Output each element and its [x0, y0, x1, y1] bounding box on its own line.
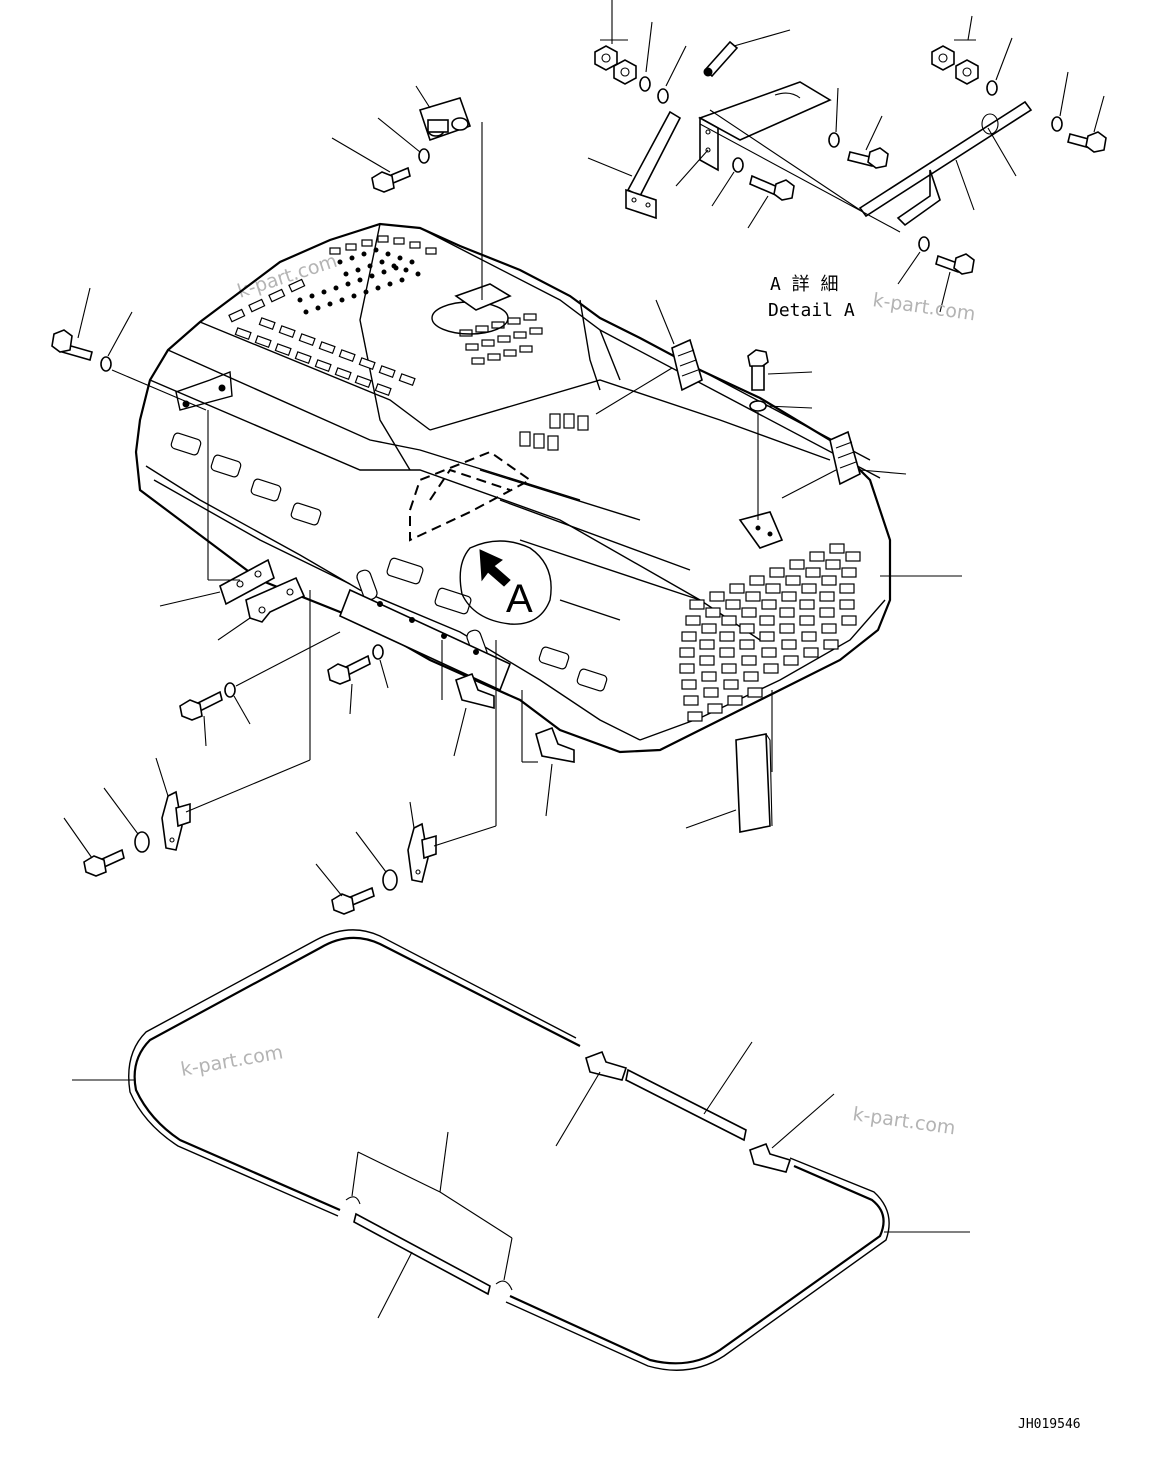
washer — [986, 80, 998, 96]
top-vent-slots — [228, 235, 437, 396]
bolt — [331, 886, 375, 915]
watermark: k-part.com — [179, 1041, 285, 1081]
washer — [224, 682, 236, 698]
rear-grille — [679, 543, 861, 722]
bolt — [51, 329, 93, 361]
catch-plate — [671, 338, 703, 392]
bolt — [327, 654, 371, 685]
washer — [1051, 116, 1063, 132]
washer — [382, 869, 398, 891]
watermark: k-part.com — [851, 1103, 957, 1139]
washer — [639, 76, 651, 92]
bolt — [935, 253, 975, 275]
washer — [749, 400, 767, 412]
engine-cover — [134, 222, 892, 754]
washer — [418, 148, 430, 164]
pin — [703, 40, 739, 78]
plate-bracket — [698, 81, 832, 172]
bolt — [747, 349, 769, 391]
stop-bracket — [455, 672, 495, 710]
striker-assembly — [415, 85, 483, 300]
hinge-arm-left — [161, 790, 191, 851]
stop-bracket — [535, 726, 575, 763]
washer — [657, 88, 669, 104]
seal-block — [735, 733, 773, 833]
support-rod — [858, 100, 1033, 227]
washer — [918, 236, 930, 252]
washer — [134, 831, 150, 853]
bolt — [1067, 131, 1107, 153]
detail-a-jp-label: A 詳 細 — [770, 274, 839, 295]
nut-pair-left — [594, 45, 637, 85]
catch-plate — [829, 430, 861, 486]
bolt — [749, 174, 795, 201]
center-vent-slots — [459, 313, 589, 451]
seal-gasket — [128, 929, 890, 1371]
washer — [828, 132, 840, 148]
washer — [372, 644, 384, 660]
washer — [732, 157, 744, 173]
detail-a-assembly — [587, 0, 1107, 313]
detail-a-en-label: Detail A — [768, 300, 855, 321]
drawing-code: JH019546 — [1018, 1417, 1081, 1432]
bolt — [371, 166, 411, 193]
bolt — [179, 690, 223, 721]
bolt — [847, 147, 889, 169]
angle-bracket — [625, 110, 682, 220]
nut-pair-right — [931, 45, 979, 85]
hinge-arm-right — [407, 822, 437, 883]
bolt — [83, 848, 125, 877]
detail-a-marker: A — [459, 540, 552, 625]
side-cutouts — [170, 432, 608, 692]
marker-letter: A — [506, 577, 533, 621]
hinge-plate — [219, 558, 275, 606]
latch-recess — [431, 301, 509, 335]
watermark: k-part.com — [871, 289, 977, 325]
washer — [100, 356, 112, 372]
top-dot-pattern — [297, 247, 421, 315]
